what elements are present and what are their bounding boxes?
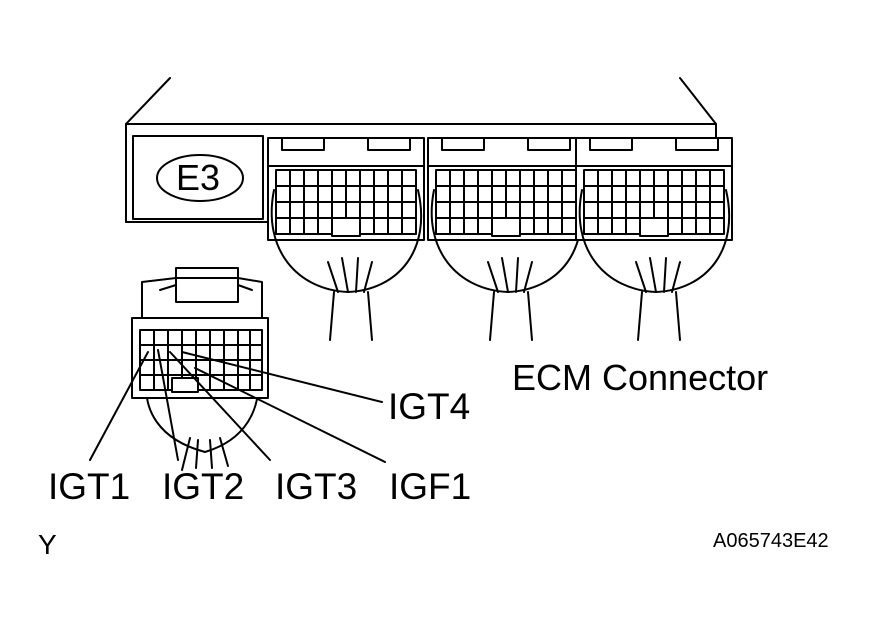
leader-igt4 xyxy=(181,351,383,403)
ecm-connector-block-1 xyxy=(267,137,425,341)
ecm-connector-block-2 xyxy=(427,137,585,341)
pin-leader-lines xyxy=(89,349,386,463)
pin-label-igt4: IGT4 xyxy=(388,386,471,427)
ecm-connector-block-3 xyxy=(575,137,733,341)
e3-label-plate xyxy=(132,135,264,220)
corner-mark: Y xyxy=(38,529,57,560)
pin-label-igt3: IGT3 xyxy=(275,466,358,507)
leader-igt2 xyxy=(157,349,179,461)
leader-igt1 xyxy=(89,351,149,461)
pin-label-igt2: IGT2 xyxy=(162,466,245,507)
leader-igf1 xyxy=(194,367,386,463)
small-connector xyxy=(131,267,269,471)
ecm-connector-blocks xyxy=(267,137,733,341)
pin-label-igt1: IGT1 xyxy=(48,466,131,507)
figure-id: A065743E42 xyxy=(713,530,829,552)
ecm-connector-title: ECM Connector xyxy=(512,357,769,398)
e3-badge-text: E3 xyxy=(176,157,221,198)
leader-igt3 xyxy=(169,351,271,461)
pin-label-igf1: IGF1 xyxy=(389,466,472,507)
